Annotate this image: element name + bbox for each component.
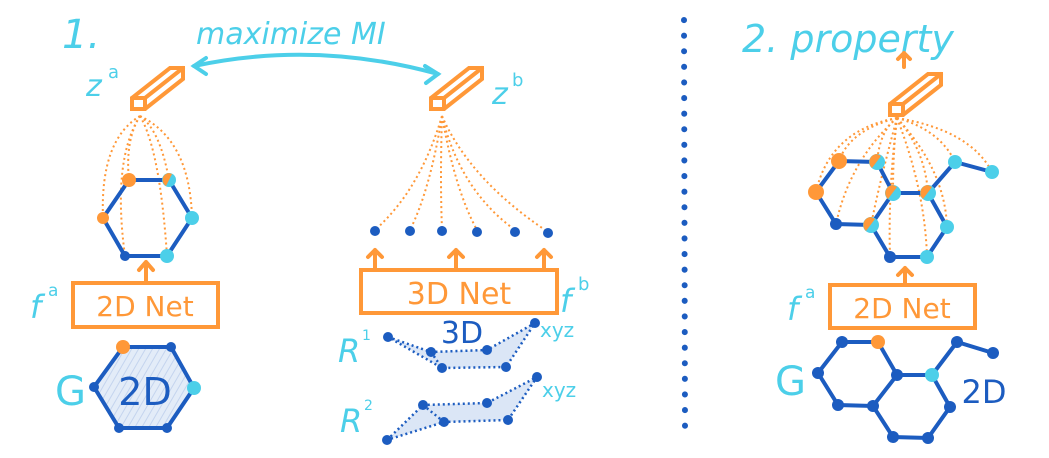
arrow-up-property	[896, 51, 912, 69]
3d-net-label: 3D Net	[407, 277, 512, 312]
mi-arrowhead-right	[423, 64, 442, 85]
step-2-property-label: 2. property	[742, 17, 954, 61]
fa-label-2: f	[787, 290, 803, 328]
r2-label: R	[340, 402, 362, 440]
2d-net-box	[71, 281, 220, 329]
readout-fan-molecule	[815, 117, 993, 258]
fa-superscript-2: a	[805, 283, 815, 303]
r2-superscript: 2	[364, 398, 373, 414]
panel-divider	[681, 17, 688, 431]
2d-net-label: 2D Net	[96, 290, 193, 323]
conformer-3d-tag: 3D	[441, 316, 483, 351]
panel-pretraining: 1. maximize MI z a z b	[30, 12, 589, 445]
graph-g-label-2: G	[775, 359, 806, 405]
molecule-graph-node-embeddings-2	[808, 153, 999, 264]
arrow-up-2dnet-2	[896, 266, 914, 286]
mi-double-arrow	[192, 52, 440, 76]
r2-xyz-label: xyz	[542, 378, 576, 402]
molecule-graph-2d-2	[812, 335, 999, 444]
2d-net-box-2	[828, 283, 977, 330]
za-superscript: a	[108, 62, 119, 83]
3d-net-box	[359, 268, 559, 315]
r1-label: R	[338, 332, 360, 370]
step-1-label: 1.	[62, 12, 100, 58]
embedding-z-icon	[888, 72, 943, 117]
2d-net-label-2: 2D Net	[853, 292, 950, 325]
r1-superscript: 1	[362, 328, 371, 344]
fa-superscript: a	[48, 281, 58, 301]
fa-label: f	[30, 288, 46, 326]
readout-fan-2d	[101, 115, 193, 257]
arrows-up-3dnet	[366, 248, 553, 270]
molecule-graph-node-embeddings	[97, 173, 199, 263]
embedding-za-icon	[130, 66, 185, 111]
r1-xyz-label: xyz	[540, 318, 574, 342]
molecule-graph-2d	[89, 340, 201, 433]
maximize-mi-label: maximize MI	[196, 17, 386, 52]
conformer-r2	[382, 372, 542, 445]
za-label: z	[85, 69, 103, 104]
zb-superscript: b	[512, 70, 523, 91]
conformer-r1	[383, 318, 540, 373]
zb-label: z	[491, 77, 509, 112]
graph-2d-tag-2: 2D	[962, 373, 1007, 411]
fb-label: f	[560, 282, 576, 320]
panel-finetuning: 2. property	[742, 17, 1007, 444]
embedding-zb-icon	[429, 66, 484, 111]
graph-2d-tag: 2D	[118, 370, 171, 414]
readout-fan-3d	[374, 115, 549, 233]
mi-arrowhead-left	[190, 56, 208, 76]
arrow-up-2dnet	[137, 260, 155, 284]
atom-embeddings-3d	[370, 226, 553, 238]
graph-g-label: G	[55, 369, 86, 415]
fb-superscript: b	[578, 274, 589, 295]
